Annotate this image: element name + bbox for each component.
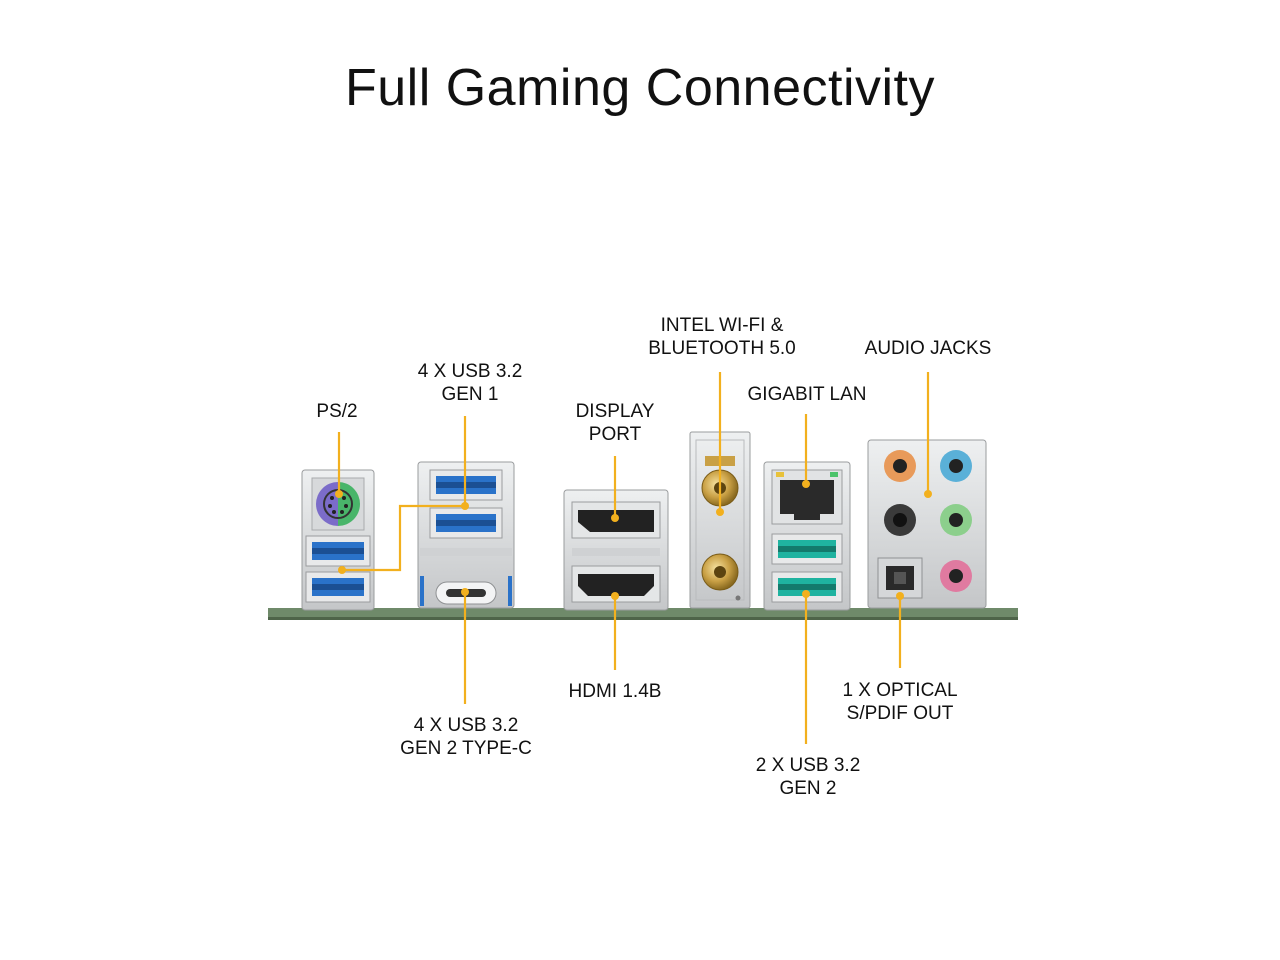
pcb-board-shadow	[268, 617, 1018, 620]
dot-usb-left	[338, 566, 346, 574]
antenna-connector-bottom	[701, 553, 739, 591]
dot-ps2	[335, 490, 343, 498]
audio-jack-blue	[940, 450, 972, 482]
ps2-port	[316, 482, 360, 526]
audio-jack-orange	[884, 450, 916, 482]
leader-dots	[335, 480, 932, 600]
label-usb-gen1-line2: GEN 1	[441, 384, 499, 405]
dot-usb-gen2	[802, 590, 810, 598]
label-wifi-line2: BLUETOOTH 5.0	[648, 338, 796, 359]
dot-audio	[924, 490, 932, 498]
dot-optical	[896, 592, 904, 600]
label-ps2-line1: PS/2	[316, 401, 358, 422]
label-audio-line1: AUDIO JACKS	[864, 338, 992, 359]
leader-lines	[337, 372, 930, 744]
dot-lan	[802, 480, 810, 488]
dot-hdmi	[611, 592, 619, 600]
label-ps2: PS/2	[316, 400, 357, 423]
hdmi-port	[571, 565, 661, 603]
label-wifi-line1: INTEL WI-FI &	[660, 315, 784, 336]
audio-block	[867, 439, 987, 609]
dot-wifi	[716, 508, 724, 516]
audio-jack-pink	[940, 560, 972, 592]
label-wifi: INTEL WI-FI & BLUETOOTH 5.0	[648, 314, 795, 360]
wifi-antenna-bracket	[689, 431, 751, 609]
label-usb-gen2-typec-line1: 4 X USB 3.2	[413, 715, 519, 736]
usb-gen1-typec-stack	[417, 461, 515, 609]
usb-port-left-2	[305, 571, 371, 603]
label-displayport-line2: PORT	[588, 424, 642, 445]
pcb-board	[268, 608, 1018, 618]
label-displayport-line1: DISPLAY	[575, 401, 655, 422]
label-usb-gen2-line1: 2 X USB 3.2	[755, 755, 861, 776]
label-optical-line1: 1 X OPTICAL	[842, 680, 958, 701]
page-title: Full Gaming Connectivity	[345, 59, 935, 117]
label-optical-line2: S/PDIF OUT	[846, 703, 954, 724]
optical-spdif-port	[877, 557, 923, 599]
label-usb-gen2-typec-line2: GEN 2 TYPE-C	[400, 738, 532, 759]
label-usb-gen1: 4 X USB 3.2 GEN 1	[418, 360, 523, 406]
label-usb-gen1-line1: 4 X USB 3.2	[417, 361, 523, 382]
dot-displayport	[611, 514, 619, 522]
label-hdmi-line1: HDMI 1.4B	[568, 681, 662, 702]
ps2-usb-stack	[301, 469, 375, 611]
label-usb-gen2-line2: GEN 2	[779, 778, 837, 799]
usb-port-mid-2	[429, 507, 503, 539]
dot-typec	[461, 588, 469, 596]
label-optical: 1 X OPTICAL S/PDIF OUT	[842, 679, 957, 725]
label-usb-gen2: 2 X USB 3.2 GEN 2	[756, 754, 861, 800]
label-displayport: DISPLAY PORT	[576, 400, 655, 446]
label-hdmi: HDMI 1.4B	[569, 680, 662, 703]
label-lan: GIGABIT LAN	[748, 383, 867, 406]
audio-jack-black	[884, 504, 916, 536]
label-audio: AUDIO JACKS	[865, 337, 992, 360]
usb-port-left-1	[305, 535, 371, 567]
label-usb-gen2-typec: 4 X USB 3.2 GEN 2 TYPE-C	[400, 714, 532, 760]
audio-jack-green	[940, 504, 972, 536]
dot-usb-gen1	[461, 502, 469, 510]
label-lan-line1: GIGABIT LAN	[747, 384, 867, 405]
usb-gen2-port-1	[771, 533, 843, 565]
